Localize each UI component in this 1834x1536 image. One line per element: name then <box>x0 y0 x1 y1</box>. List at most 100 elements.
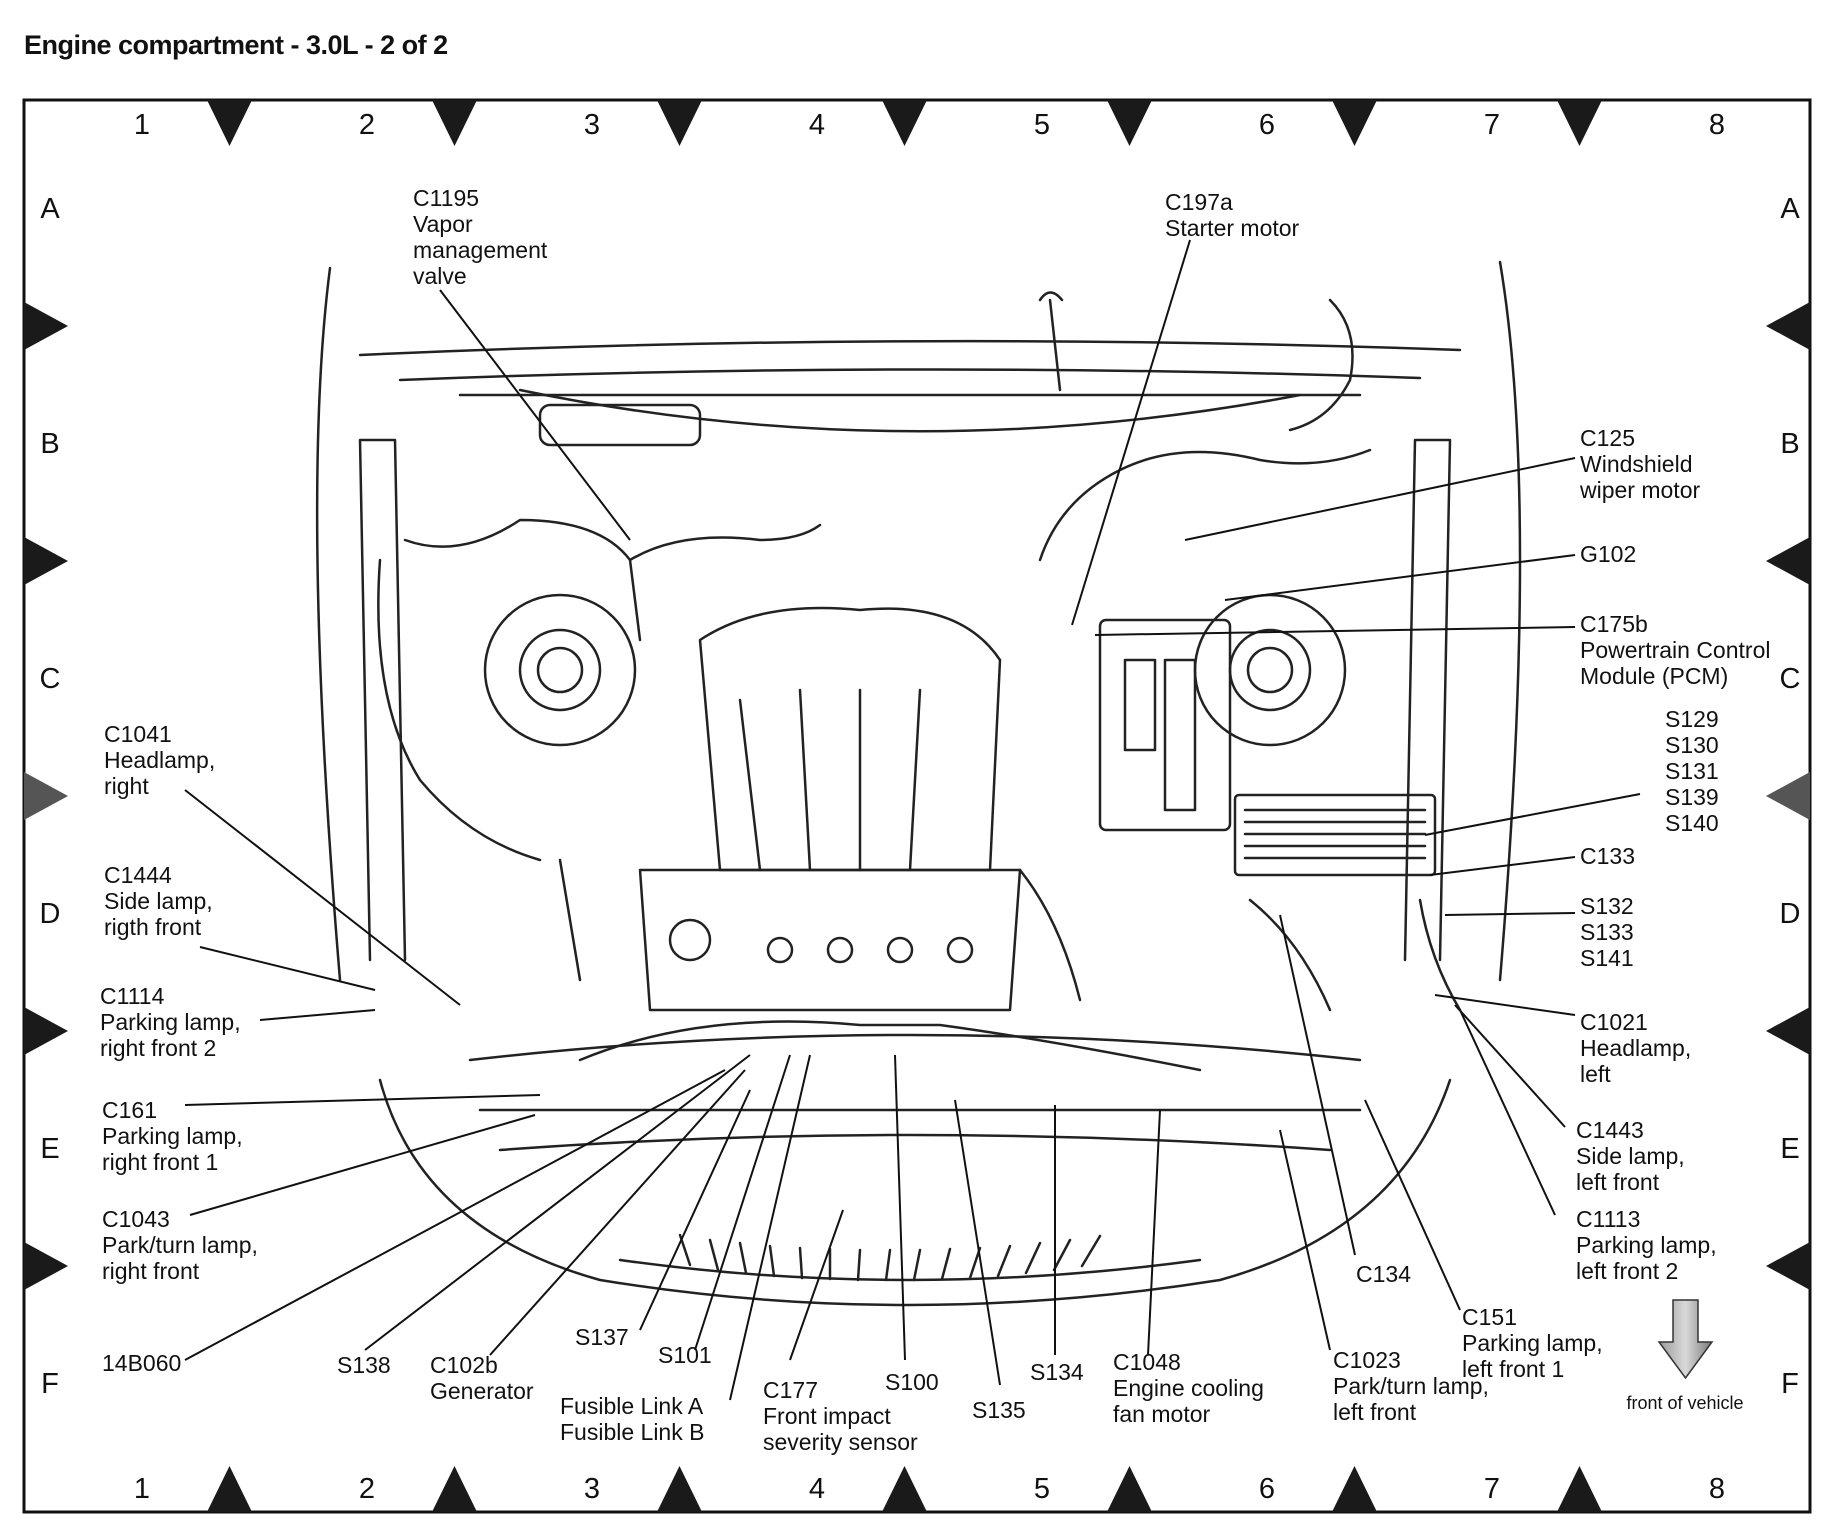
callout-line: C1043 <box>102 1206 170 1232</box>
callout-line: C1048 <box>1113 1349 1181 1375</box>
callout-line: severity sensor <box>763 1429 918 1455</box>
callout-line: Module (PCM) <box>1580 663 1728 689</box>
callout-line: S134 <box>1030 1359 1084 1385</box>
callout-line: Generator <box>430 1378 534 1404</box>
front-of-vehicle-indicator: front of vehicle <box>1626 1299 1744 1413</box>
diagram-frame <box>22 98 1812 1514</box>
callout-s101: S101 <box>658 1342 712 1368</box>
callout-line: left front 2 <box>1576 1258 1678 1284</box>
callout-line: S100 <box>885 1369 939 1395</box>
callout-14b060: 14B060 <box>102 1350 181 1376</box>
grid-col-label: 1 <box>134 109 150 141</box>
grid-col-label: 7 <box>1484 109 1500 141</box>
callout-line: C177 <box>763 1377 818 1403</box>
callout-line: Windshield <box>1580 451 1693 477</box>
callout-line: right front <box>102 1258 200 1284</box>
grid-col-label: 8 <box>1709 109 1725 141</box>
callout-line: C1041 <box>104 721 172 747</box>
engine-bay-drawing <box>315 260 1522 1307</box>
callout-line: right front 2 <box>100 1035 216 1061</box>
callout-line: C1195 <box>413 185 479 211</box>
callout-line: Powertrain Control <box>1580 637 1770 663</box>
callout-line: rigth front <box>104 914 202 940</box>
grid-column-labels-bottom: 1 2 3 4 5 6 7 8 <box>134 1473 1725 1505</box>
grid-col-label: 3 <box>584 1473 600 1505</box>
callout-line: S129 <box>1665 706 1719 732</box>
callout-line: C1444 <box>104 862 172 888</box>
grid-col-label: 1 <box>134 1473 150 1505</box>
callout-line: S135 <box>972 1397 1026 1423</box>
callout-s129: S129 S130 S131 S139 S140 <box>1665 706 1719 836</box>
callout-s137: S137 <box>575 1324 629 1350</box>
callout-line: C161 <box>102 1097 157 1123</box>
callout-s135: S135 <box>972 1397 1026 1423</box>
grid-col-label: 4 <box>809 109 825 141</box>
right-fender-wall <box>1403 438 1452 962</box>
callout-line: right <box>104 773 149 799</box>
grille <box>678 1233 1102 1282</box>
callout-line: G102 <box>1580 541 1636 567</box>
callout-line: left front <box>1333 1399 1417 1425</box>
grid-row-label: B <box>1780 428 1799 460</box>
callout-line: C175b <box>1580 611 1648 637</box>
grid-col-label: 5 <box>1034 109 1050 141</box>
callout-line: Park/turn lamp, <box>102 1232 258 1258</box>
callout-line: Starter motor <box>1165 215 1300 241</box>
callout-line: Side lamp, <box>104 888 213 914</box>
hood-top-edge <box>358 339 1462 357</box>
grid-row-label: E <box>1780 1133 1799 1165</box>
callout-line: S133 <box>1580 919 1634 945</box>
hood-outline <box>315 260 1522 982</box>
callout-line: Engine cooling <box>1113 1375 1264 1401</box>
hood-inner <box>398 368 1422 397</box>
grid-row-label: C <box>40 663 61 695</box>
callout-c197a: C197a Starter motor <box>1165 189 1300 241</box>
callout-c1443: C1443 Side lamp, left front <box>1576 1117 1685 1195</box>
callout-line: wiper motor <box>1579 477 1700 503</box>
callout-line: S131 <box>1665 758 1719 784</box>
callout-c133: C133 <box>1580 843 1635 869</box>
callout-line: C102b <box>430 1352 498 1378</box>
grid-row-label: F <box>41 1368 59 1400</box>
callout-line: S132 <box>1580 893 1634 919</box>
callout-line: fan motor <box>1113 1401 1210 1427</box>
callout-c1021: C1021 Headlamp, left <box>1580 1009 1691 1087</box>
callout-c1113: C1113 Parking lamp, left front 2 <box>1576 1206 1717 1284</box>
callout-line: right front 1 <box>102 1149 218 1175</box>
wire-harness-main <box>403 518 822 642</box>
grid-col-label: 2 <box>359 1473 375 1505</box>
left-fender-wall <box>358 438 407 962</box>
grid-col-label: 6 <box>1259 109 1275 141</box>
callout-line: Front impact <box>763 1403 891 1429</box>
grid-col-label: 6 <box>1259 1473 1275 1505</box>
intake-manifold <box>698 606 1002 872</box>
down-arrow-icon <box>1657 1299 1714 1380</box>
engine-block <box>638 868 1022 1012</box>
callout-line: S137 <box>575 1324 629 1350</box>
callout-c151: C151 Parking lamp, left front 1 <box>1462 1304 1603 1382</box>
callout-line: C197a <box>1165 189 1233 215</box>
front-bumper <box>378 1078 1452 1307</box>
callout-line: Headlamp, <box>104 747 215 773</box>
dipstick <box>1038 291 1064 392</box>
grid-border-markers <box>24 100 1810 1512</box>
callout-c1041: C1041 Headlamp, right <box>104 721 215 799</box>
radiator-support <box>468 1033 1362 1062</box>
callout-line: valve <box>413 263 467 289</box>
callout-line: Side lamp, <box>1576 1143 1685 1169</box>
callout-line: S101 <box>658 1342 712 1368</box>
grid-row-label: E <box>40 1133 59 1165</box>
grid-row-labels-left: A B C D E F <box>40 193 61 1400</box>
pcm-module <box>1098 618 1232 832</box>
grid-col-label: 5 <box>1034 1473 1050 1505</box>
grid-col-label: 8 <box>1709 1473 1725 1505</box>
grid-row-label: C <box>1780 663 1801 695</box>
callout-line: S130 <box>1665 732 1719 758</box>
grid-row-label: D <box>1780 898 1801 930</box>
leader-lines <box>184 239 1641 1401</box>
cowl-vent <box>538 403 702 447</box>
callout-line: left <box>1580 1061 1611 1087</box>
callout-line: S139 <box>1665 784 1719 810</box>
callout-line: Vapor <box>413 211 473 237</box>
callout-line: S140 <box>1665 810 1719 836</box>
